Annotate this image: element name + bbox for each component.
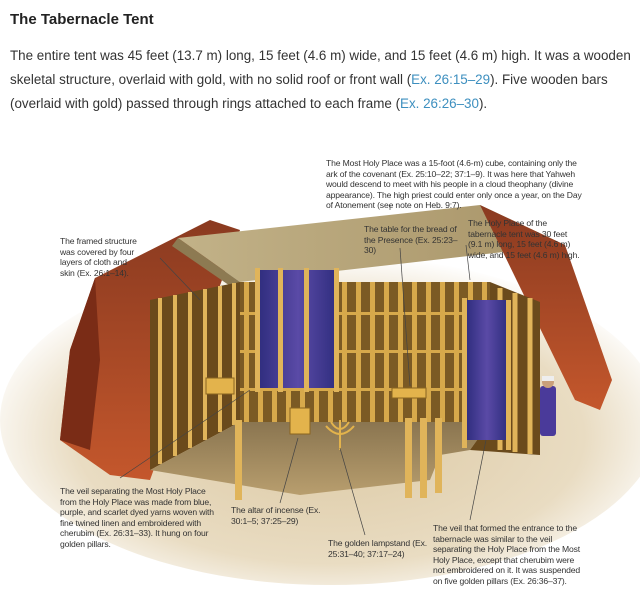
caption-veil-separating: The veil separating the Most Holy Place …	[60, 486, 214, 549]
caption-most-holy-place: The Most Holy Place was a 15-foot (4.6-m…	[326, 158, 582, 211]
entrance-veil	[466, 300, 508, 440]
table-of-bread	[391, 387, 427, 399]
tent-roof	[178, 205, 565, 282]
tabernacle-illustration: The Most Holy Place was a 15-foot (4.6-m…	[0, 150, 640, 595]
golden-lampstand	[325, 420, 355, 450]
scripture-link-ex-26-15[interactable]: Ex. 26:15–29	[411, 72, 491, 87]
left-wall-frames	[158, 283, 236, 464]
intro-paragraph: The entire tent was 45 feet (13.7 m) lon…	[10, 44, 634, 116]
front-frames	[235, 418, 442, 500]
caption-veil-entrance: The veil that formed the entrance to the…	[433, 523, 581, 586]
caption-lampstand: The golden lampstand (Ex. 25:31–40; 37:1…	[328, 538, 427, 559]
high-priest-figure	[540, 376, 556, 436]
caption-table-bread: The table for the bread of the Presence …	[364, 224, 458, 256]
intro-text-3: ).	[478, 96, 488, 111]
inner-veil	[258, 270, 338, 388]
intro-text-1: The entire tent was 45 feet (13.7 m) lon…	[10, 48, 631, 87]
inner-veil-pillars	[255, 268, 339, 392]
altar-of-incense	[289, 407, 311, 435]
tent-roof-edge	[172, 238, 240, 290]
ark-of-covenant	[205, 377, 235, 395]
tabernacle-drawing	[0, 205, 640, 585]
caption-holy-place: The Holy Place of the tabernacle tent wa…	[468, 218, 580, 260]
intro-text-2: ). Five wooden bars (overlaid with gold)…	[10, 72, 608, 111]
caption-altar-incense: The altar of incense (Ex. 30:1–5; 37:25–…	[231, 505, 321, 526]
tent-covering-right	[480, 205, 612, 410]
left-wall	[150, 282, 240, 470]
caption-framed-structure: The framed structure was covered by four…	[60, 236, 137, 278]
tent-covering-left-underside	[60, 278, 100, 450]
entrance-pillars	[462, 298, 511, 450]
caption-leader-lines	[119, 205, 487, 536]
scripture-link-ex-26-26[interactable]: Ex. 26:26–30	[400, 96, 479, 111]
page-title: The Tabernacle Tent	[10, 11, 154, 28]
